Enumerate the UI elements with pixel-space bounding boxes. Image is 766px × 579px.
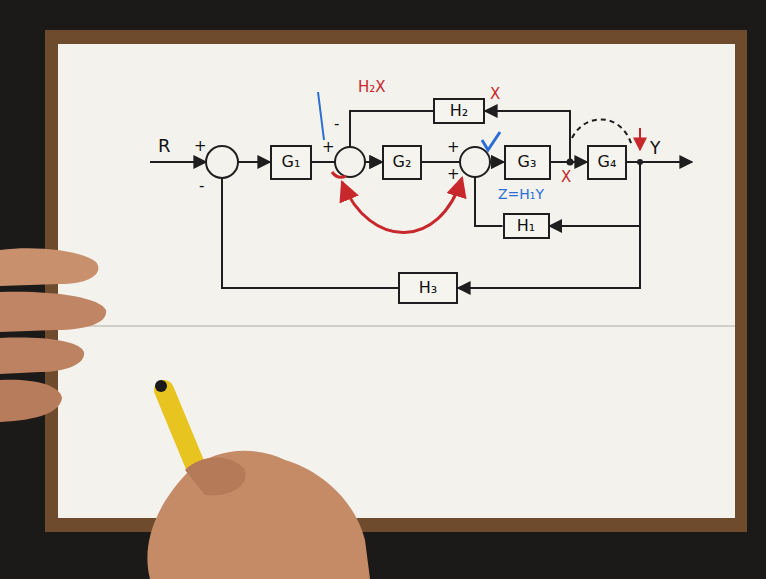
board-frame [45,30,747,532]
transfer-block: H₂ [433,98,485,124]
signal-label: X [490,86,500,103]
finger [0,248,98,286]
signal-connector [458,162,640,288]
signal-label: - [334,116,339,133]
signal-label: H₂X [358,79,386,96]
input-line [150,161,206,163]
summing-junction [335,147,365,177]
dashed-move-arrow [572,119,632,146]
block-label: G₃ [518,153,537,171]
paper-sheet [58,44,735,518]
block-label: H₂ [450,102,468,120]
summing-junction [206,146,238,178]
transfer-block: G₃ [504,145,551,180]
signal-label: - [199,178,204,195]
transfer-block: H₁ [503,213,550,239]
signal-label: + [322,139,335,156]
transfer-block: G₂ [382,145,422,180]
red-swap-arrow [342,178,462,233]
blue-check [482,132,500,150]
signal-label: Z=H₁Y [498,186,544,202]
finger [0,380,62,422]
paper-fold [58,325,735,327]
signal-label: R [158,136,171,157]
block-label: G₂ [393,153,412,171]
marker-tip [155,380,167,392]
red-mark [332,172,346,177]
block-label: H₃ [419,279,437,297]
signal-label: + [447,166,460,183]
transfer-block: H₃ [398,272,458,304]
finger [0,338,84,374]
blue-pointer [318,92,324,140]
signal-label: X [561,169,571,186]
block-label: G₁ [282,153,301,171]
summing-junction [460,147,490,177]
transfer-block: G₄ [587,145,627,180]
red-output-arrow [639,128,641,150]
hand [147,451,370,579]
knuckle [185,458,246,496]
pickoff-dot [637,159,643,165]
pickoff-dot [567,159,574,166]
signal-label: + [447,139,460,156]
finger [0,292,106,332]
signal-label: Y [650,139,660,159]
signal-connector [222,162,398,288]
signal-label: + [194,138,207,155]
block-label: G₄ [598,153,617,171]
block-label: H₁ [517,217,535,235]
transfer-block: G₁ [270,145,312,180]
